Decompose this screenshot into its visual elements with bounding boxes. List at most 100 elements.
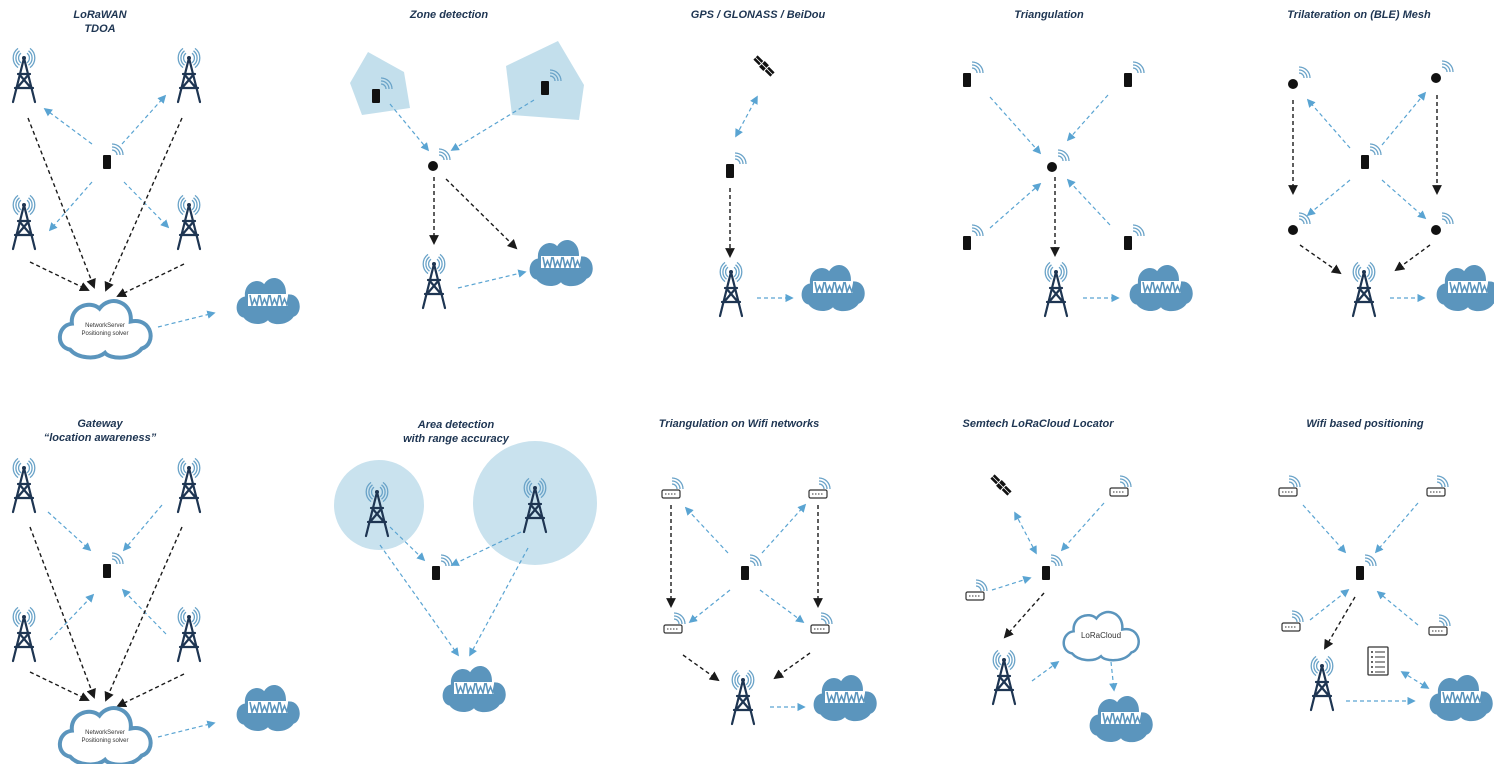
router-icon	[965, 579, 988, 601]
zone-area	[350, 52, 410, 115]
flow-arrow	[1014, 511, 1037, 555]
panel-title-lorawan-tdoa: LoRaWAN TDOA	[73, 9, 127, 35]
device-icon	[103, 143, 124, 169]
device-icon	[963, 224, 984, 250]
tower-icon	[176, 457, 202, 514]
router-icon	[1281, 610, 1304, 632]
tower-icon	[11, 606, 37, 663]
flow-arrow	[122, 504, 163, 552]
flow-arrow	[1381, 91, 1427, 146]
router-icon	[1278, 475, 1301, 497]
www-cloud-icon	[1436, 265, 1494, 312]
flow-arrow	[445, 178, 518, 250]
flow-arrow	[27, 117, 96, 289]
tower-icon	[176, 606, 202, 663]
flow-arrow	[1302, 504, 1347, 554]
flow-arrow	[116, 263, 185, 297]
node-icon	[1431, 60, 1454, 83]
flow-arrow	[1109, 661, 1118, 692]
zone-area	[506, 41, 584, 120]
panel-title-gnss: GPS / GLONASS / BeiDou	[690, 9, 826, 21]
device-icon	[1356, 554, 1377, 580]
flow-arrow	[1324, 596, 1356, 650]
device-icon	[741, 554, 762, 580]
www-cloud-icon	[801, 265, 865, 312]
server-cloud-label: Positioning solver	[81, 738, 128, 744]
node-icon	[428, 148, 451, 171]
node-icon	[1288, 66, 1311, 89]
router-icon	[663, 612, 686, 634]
flow-arrow	[1066, 178, 1111, 226]
flow-arrow	[1003, 592, 1045, 639]
device-icon	[1042, 554, 1063, 580]
server-cloud-label: Positioning solver	[81, 331, 128, 337]
flow-arrow	[1299, 244, 1342, 275]
flow-arrow	[682, 654, 720, 682]
flow-arrow	[759, 589, 805, 624]
satellite-icon	[990, 474, 1012, 496]
flow-arrow	[688, 589, 731, 624]
flow-arrow	[989, 96, 1042, 155]
loracloud-label: LoRaCloud	[1081, 631, 1121, 640]
flow-arrow	[1374, 502, 1419, 554]
flow-arrow	[121, 94, 167, 145]
flow-arrow	[47, 511, 92, 552]
device-icon	[963, 61, 984, 87]
www-cloud-icon	[236, 278, 300, 325]
tower-icon	[1351, 261, 1377, 318]
device-icon	[1361, 143, 1382, 169]
flow-arrow	[104, 526, 183, 702]
flow-arrow	[1400, 671, 1430, 689]
device-icon	[103, 552, 124, 578]
device-icon	[1124, 224, 1145, 250]
flow-arrow	[1060, 502, 1105, 552]
router-icon	[1428, 614, 1451, 636]
flow-arrow	[991, 576, 1032, 591]
flow-arrow	[29, 526, 96, 699]
server-cloud-label: NetworkServer	[85, 730, 125, 736]
flow-arrow	[457, 269, 527, 289]
flow-arrow	[1381, 179, 1427, 220]
flow-arrow	[1306, 98, 1351, 149]
flow-arrow	[49, 593, 95, 641]
panel-title-triangulation: Triangulation	[1014, 9, 1084, 21]
tower-icon	[421, 253, 447, 310]
router-icon	[1426, 475, 1449, 497]
tower-icon	[730, 669, 756, 726]
flow-arrow	[116, 673, 185, 707]
tower-icon	[1309, 655, 1335, 712]
flow-arrow	[1309, 588, 1350, 621]
flow-arrow	[389, 103, 430, 152]
flow-arrow	[157, 720, 216, 738]
flow-arrow	[989, 182, 1042, 229]
flow-arrow	[469, 547, 529, 657]
panel-title-area-detection: Area detection with range accuracy	[403, 419, 509, 445]
tower-icon	[11, 194, 37, 251]
loracloud-icon: LoRaCloud	[1062, 610, 1140, 662]
www-cloud-icon	[1089, 696, 1153, 743]
node-icon	[1288, 212, 1311, 235]
device-icon	[541, 69, 562, 95]
router-icon	[810, 612, 833, 634]
router-icon	[1109, 475, 1132, 497]
panel-title-wifi-triangulation: Triangulation on Wifi networks	[658, 418, 820, 430]
router-icon	[808, 477, 831, 499]
www-cloud-icon	[529, 240, 593, 287]
flow-arrow	[450, 531, 522, 566]
flow-arrow	[761, 503, 807, 554]
tower-icon	[522, 477, 548, 534]
device-icon	[432, 554, 453, 580]
www-cloud-icon	[1129, 265, 1193, 312]
device-icon	[1124, 61, 1145, 87]
tower-icon	[176, 194, 202, 251]
server-cloud-label: NetworkServer	[85, 323, 125, 329]
flow-arrow	[1376, 590, 1419, 626]
flow-arrow	[29, 261, 90, 292]
tower-icon	[991, 649, 1017, 706]
flow-arrow	[104, 117, 183, 292]
panel-title-wifi-positioning: Wifi based positioning	[1306, 418, 1424, 430]
flow-arrow	[450, 99, 535, 151]
tower-icon	[718, 261, 744, 318]
flow-arrow	[1394, 244, 1431, 272]
